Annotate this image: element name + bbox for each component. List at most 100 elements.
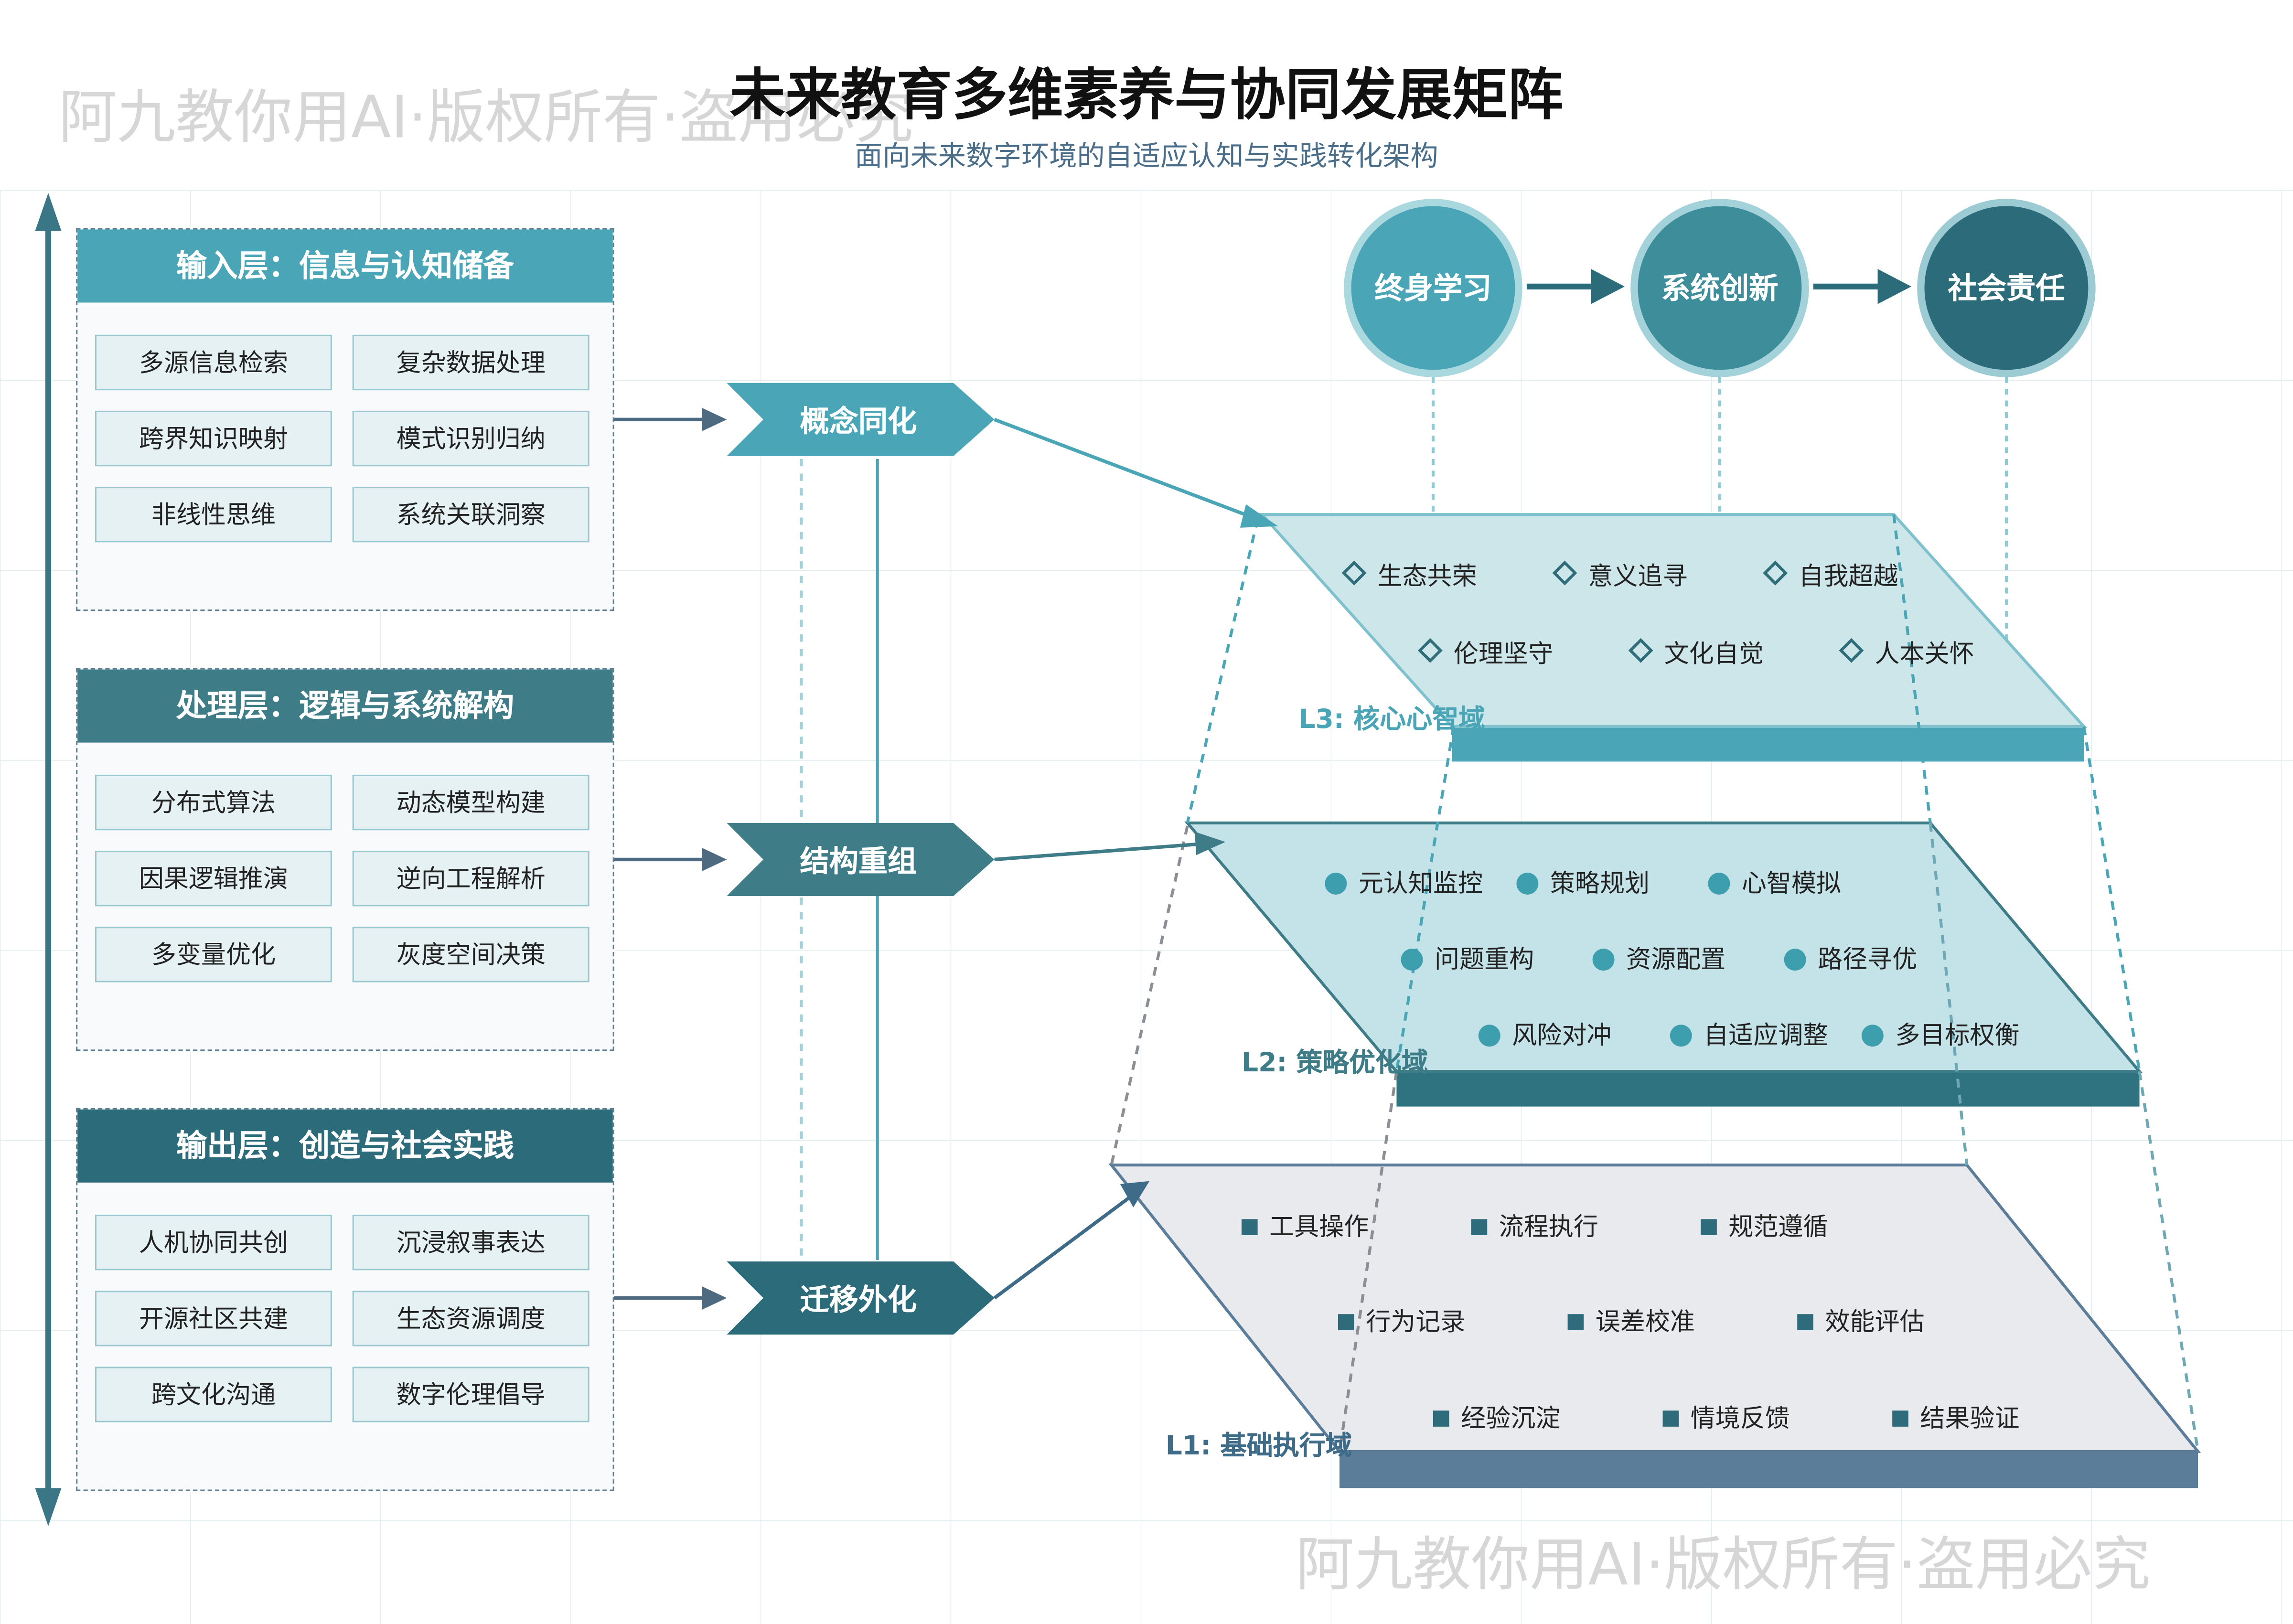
layer-processing-item: 逆向工程解析 bbox=[352, 851, 589, 907]
square-icon bbox=[1241, 1219, 1258, 1235]
process-assimilation: 概念同化 bbox=[719, 383, 997, 459]
goal-lifelong-learning: 终身学习 bbox=[1344, 199, 1522, 377]
l3-item: 意义追寻 bbox=[1552, 556, 1688, 592]
l1-item: 流程执行 bbox=[1471, 1206, 1598, 1242]
diamond-icon bbox=[1763, 560, 1788, 586]
process-externalization: 迁移外化 bbox=[719, 1261, 997, 1337]
process-chevron-shapes bbox=[727, 383, 995, 1335]
plane-l1 bbox=[1108, 1163, 2201, 1488]
watermark-top: 阿九教你用AI·版权所有·盗用必究 bbox=[58, 85, 914, 152]
l3-item: 生态共荣 bbox=[1341, 556, 1477, 592]
square-icon bbox=[1662, 1410, 1679, 1427]
layer-processing-title: 处理层：逻辑与系统解构 bbox=[77, 669, 613, 743]
layer-to-process-arrows bbox=[611, 407, 727, 1310]
process-label: 结构重组 bbox=[800, 843, 917, 879]
page-title: 未来教育多维素养与协同发展矩阵 bbox=[729, 63, 1564, 128]
process-label: 概念同化 bbox=[800, 403, 917, 439]
l2-item: 心智模拟 bbox=[1708, 863, 1841, 899]
diamond-icon bbox=[1341, 560, 1367, 586]
plane-l2-label: L2: 策略优化域 bbox=[1241, 1048, 1428, 1079]
goal-social-responsibility: 社会责任 bbox=[1917, 199, 2096, 377]
dot-icon bbox=[1516, 872, 1539, 895]
l1-item: 情境反馈 bbox=[1662, 1398, 1790, 1434]
dot-icon bbox=[1784, 949, 1806, 971]
goal-dotted-drops bbox=[1431, 377, 2008, 643]
l1-item: 规范遵循 bbox=[1701, 1206, 1828, 1242]
layer-output-item: 沉浸叙事表达 bbox=[352, 1215, 589, 1271]
dot-icon bbox=[1861, 1025, 1884, 1047]
l2-item: 策略规划 bbox=[1516, 863, 1650, 899]
layer-input-item: 复杂数据处理 bbox=[352, 334, 589, 391]
plane-l1-label: L1: 基础执行域 bbox=[1165, 1431, 1352, 1462]
layer-input-item: 非线性思维 bbox=[95, 487, 332, 543]
dot-icon bbox=[1708, 872, 1730, 895]
square-icon bbox=[1701, 1219, 1717, 1235]
layer-input-item: 跨界知识映射 bbox=[95, 410, 332, 467]
layer-output-item: 人机协同共创 bbox=[95, 1215, 332, 1271]
layer-output-item: 数字伦理倡导 bbox=[352, 1367, 589, 1422]
layer-input-item: 系统关联洞察 bbox=[352, 487, 589, 543]
diamond-icon bbox=[1628, 638, 1653, 663]
watermark-bottom: 阿九教你用AI·版权所有·盗用必究 bbox=[1296, 1532, 2151, 1599]
vertical-axis-arrow bbox=[35, 192, 62, 1526]
l1-item: 结果验证 bbox=[1892, 1398, 2020, 1434]
layer-input-title: 输入层：信息与认知储备 bbox=[77, 229, 613, 303]
layer-input-item: 模式识别归纳 bbox=[352, 410, 589, 467]
layer-output-item: 生态资源调度 bbox=[352, 1291, 589, 1346]
diamond-icon bbox=[1417, 638, 1443, 663]
l2-item: 风险对冲 bbox=[1478, 1015, 1611, 1051]
l1-item: 经验沉淀 bbox=[1433, 1398, 1560, 1434]
plane-l3-label: L3: 核心心智域 bbox=[1298, 705, 1485, 736]
layer-processing-item: 分布式算法 bbox=[95, 774, 332, 831]
pyramid-dashed-edges bbox=[1110, 514, 2200, 1452]
square-icon bbox=[1433, 1410, 1449, 1427]
square-icon bbox=[1338, 1314, 1354, 1330]
plane-l3 bbox=[1258, 513, 2088, 762]
dot-icon bbox=[1401, 949, 1423, 971]
square-icon bbox=[1892, 1410, 1908, 1427]
l3-item: 伦理坚守 bbox=[1417, 633, 1553, 670]
layer-processing-item: 因果逻辑推演 bbox=[95, 851, 332, 907]
l1-item: 效能评估 bbox=[1797, 1301, 1925, 1337]
l3-item: 文化自觉 bbox=[1628, 633, 1764, 670]
l2-item: 路径寻优 bbox=[1784, 939, 1917, 975]
diamond-icon bbox=[1839, 638, 1864, 663]
goal-system-innovation: 系统创新 bbox=[1630, 199, 1809, 377]
square-icon bbox=[1797, 1314, 1813, 1330]
layer-output-panel: 输出层：创造与社会实践 人机协同共创 沉浸叙事表达 开源社区共建 生态资源调度 … bbox=[76, 1108, 614, 1491]
l1-item: 误差校准 bbox=[1567, 1301, 1695, 1337]
process-label: 迁移外化 bbox=[800, 1282, 917, 1317]
layer-processing-panel: 处理层：逻辑与系统解构 分布式算法 动态模型构建 因果逻辑推演 逆向工程解析 多… bbox=[76, 668, 614, 1051]
layer-input-panel: 输入层：信息与认知储备 多源信息检索 复杂数据处理 跨界知识映射 模式识别归纳 … bbox=[76, 228, 614, 611]
l3-item: 自我超越 bbox=[1763, 556, 1898, 592]
l3-item: 人本关怀 bbox=[1839, 633, 1974, 670]
dot-icon bbox=[1592, 949, 1615, 971]
dot-icon bbox=[1325, 872, 1347, 895]
l2-item: 问题重构 bbox=[1401, 939, 1534, 975]
plane-l2 bbox=[1184, 821, 2143, 1107]
dot-icon bbox=[1670, 1025, 1692, 1047]
diamond-icon bbox=[1552, 560, 1577, 586]
process-to-plane-arrows bbox=[993, 417, 1278, 1300]
goal-arrows bbox=[1526, 269, 1911, 304]
layer-output-title: 输出层：创造与社会实践 bbox=[77, 1109, 613, 1183]
page-subtitle: 面向未来数字环境的自适应认知与实践转化架构 bbox=[855, 140, 1438, 173]
layer-output-item: 跨文化沟通 bbox=[95, 1367, 332, 1422]
l2-item: 自适应调整 bbox=[1670, 1015, 1828, 1051]
l1-item: 工具操作 bbox=[1241, 1206, 1369, 1242]
layer-processing-item: 动态模型构建 bbox=[352, 774, 589, 831]
square-icon bbox=[1567, 1314, 1584, 1330]
dot-icon bbox=[1478, 1025, 1500, 1047]
layer-processing-item: 灰度空间决策 bbox=[352, 927, 589, 983]
layer-output-item: 开源社区共建 bbox=[95, 1291, 332, 1346]
process-restructuring: 结构重组 bbox=[719, 823, 997, 899]
l1-item: 行为记录 bbox=[1338, 1301, 1465, 1337]
square-icon bbox=[1471, 1219, 1488, 1235]
l2-item: 多目标权衡 bbox=[1861, 1015, 2020, 1051]
layer-input-item: 多源信息检索 bbox=[95, 334, 332, 391]
l2-item: 资源配置 bbox=[1592, 939, 1725, 975]
l2-item: 元认知监控 bbox=[1325, 863, 1483, 899]
layer-processing-item: 多变量优化 bbox=[95, 927, 332, 983]
